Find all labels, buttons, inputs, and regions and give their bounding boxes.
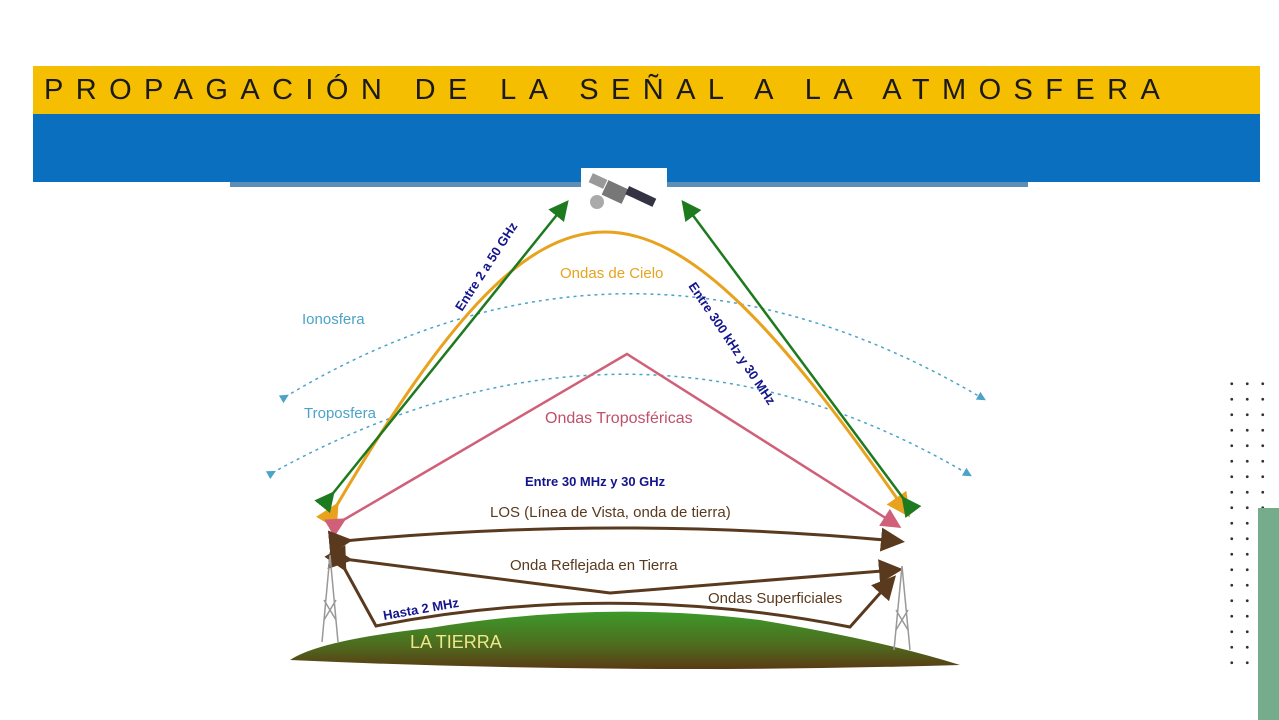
surface-wave-label: Ondas Superficiales	[708, 590, 842, 607]
tropospheric-range-label: Entre 30 MHz y 30 GHz	[525, 474, 666, 489]
satellite-range-label: Entre 2 a 50 GHz	[452, 219, 521, 314]
los-wave	[327, 526, 905, 555]
troposphere-label: Troposfera	[304, 405, 377, 422]
earth-shape	[290, 611, 960, 669]
ionosphere-layer	[278, 293, 986, 404]
surface-wave	[324, 545, 896, 629]
satellite-downlink	[681, 199, 922, 518]
ionosphere-label: Ionosfera	[302, 311, 365, 328]
satellite-uplink	[314, 200, 569, 514]
earth-label: LA TIERRA	[410, 632, 502, 652]
satellite-icon	[588, 173, 657, 209]
sky-range-label: Entre 300 kHz y 30 MHz	[686, 279, 780, 408]
title-band	[33, 66, 1260, 114]
green-accent-bar	[1258, 508, 1279, 720]
reflected-wave-label: Onda Reflejada en Tierra	[510, 557, 678, 574]
right-antenna-tower-icon	[893, 565, 911, 651]
los-label: LOS (Línea de Vista, onda de tierra)	[490, 504, 731, 521]
tropospheric-wave	[324, 352, 902, 537]
tropospheric-wave-label: Ondas Troposféricas	[545, 410, 693, 427]
left-antenna-tower-icon	[321, 554, 339, 643]
sky-wave-label: Ondas de Cielo	[560, 265, 663, 282]
slide-title: PROPAGACIÓN DE LA SEÑAL A LA ATMOSFERA	[44, 74, 1173, 106]
